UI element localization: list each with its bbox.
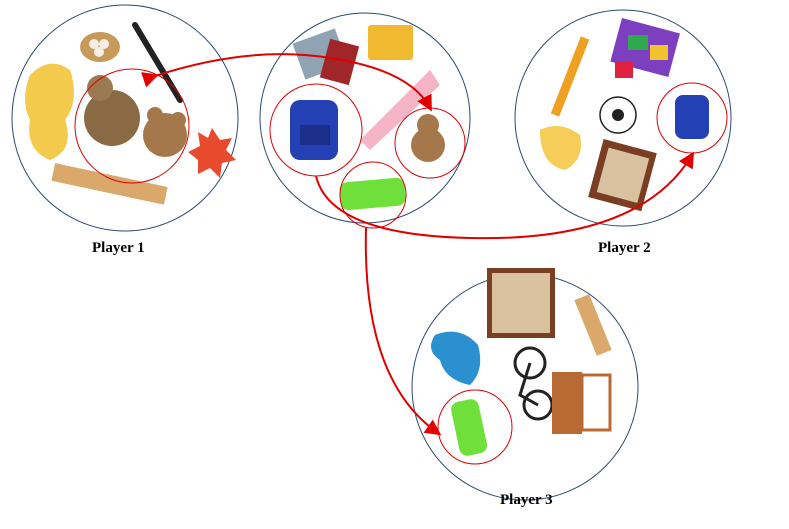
teddy-bear-icon [411,114,445,162]
ruler-icon [51,163,168,205]
teddy-bears-icon [84,75,187,157]
blue-splash-icon [431,331,481,385]
red-starburst-icon [188,128,236,178]
folder-icon [368,25,413,60]
green-stroke-icon [451,399,488,456]
soccer-ball-icon [599,96,637,134]
center-green-highlight [339,161,407,229]
backpack-icon [290,100,338,160]
bookshelf-icon [588,139,657,212]
ruler-icon [574,294,612,356]
pencil-icon [550,36,590,117]
teddy-match-arrow [141,53,432,112]
bookshelf-icon [487,268,555,338]
player-1-label: Player 1 [92,240,145,256]
player-1-highlight [74,68,190,184]
green-stroke-icon [339,177,406,211]
green-match-arrow [364,227,442,436]
egg-basket-icon [80,32,120,62]
door-icon [552,372,612,434]
player-2-label: Player 2 [598,240,651,256]
yellow-splash-icon [25,63,74,160]
player-3-label: Player 3 [500,492,553,508]
yellow-splash-icon [540,126,581,170]
backpack-icon [675,95,709,139]
puzzle-icon [610,18,680,78]
backpack-match-arrow [315,151,695,240]
